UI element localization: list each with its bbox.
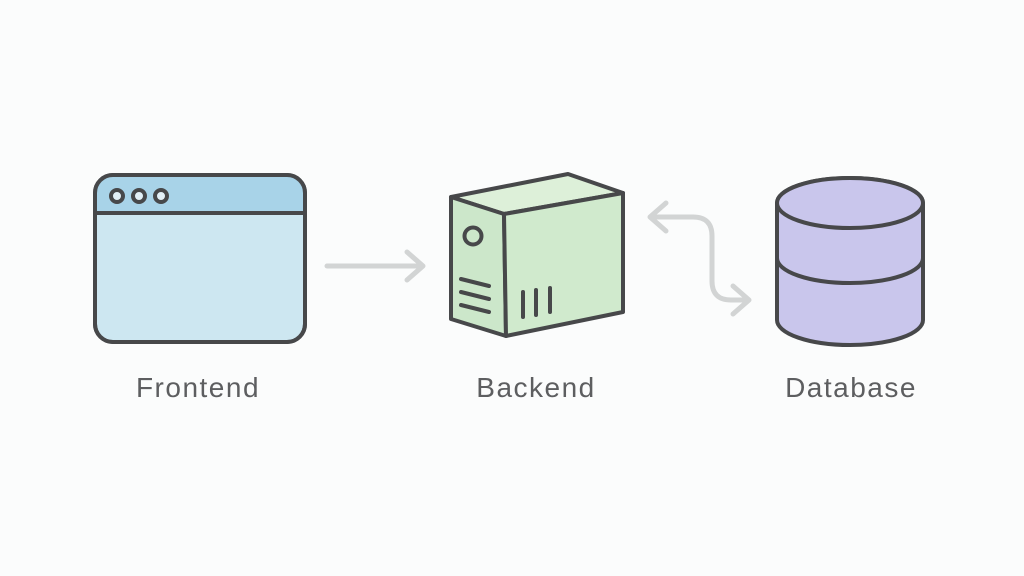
window-dot-icon (131, 188, 147, 204)
server-side-face (449, 195, 508, 338)
server-power-button-icon (462, 225, 484, 247)
database-label: Database (785, 372, 917, 403)
browser-window-border (93, 173, 307, 344)
backend-label: Backend (476, 372, 596, 403)
arrow-right-head-icon (404, 249, 426, 283)
browser-titlebar (95, 175, 305, 213)
arrow-left-head-icon (647, 200, 669, 234)
arrow-frontend-to-backend (324, 249, 426, 283)
server-front-face (502, 191, 625, 338)
server-vent-lines-icon (459, 277, 491, 314)
frontend-label: Frontend (135, 372, 261, 403)
database-middle-seam (775, 256, 925, 285)
arrow-backend-database (647, 200, 752, 317)
database-cylinder-icon (775, 176, 925, 347)
server-box-icon (449, 172, 625, 338)
window-dot-icon (109, 188, 125, 204)
database-top-lid (775, 176, 925, 230)
arrow-right-head-icon (730, 283, 752, 317)
browser-window-icon (93, 173, 307, 344)
server-slot-lines-icon (521, 286, 552, 319)
s-curve-arrow-shaft (648, 214, 751, 303)
window-dot-icon (153, 188, 169, 204)
